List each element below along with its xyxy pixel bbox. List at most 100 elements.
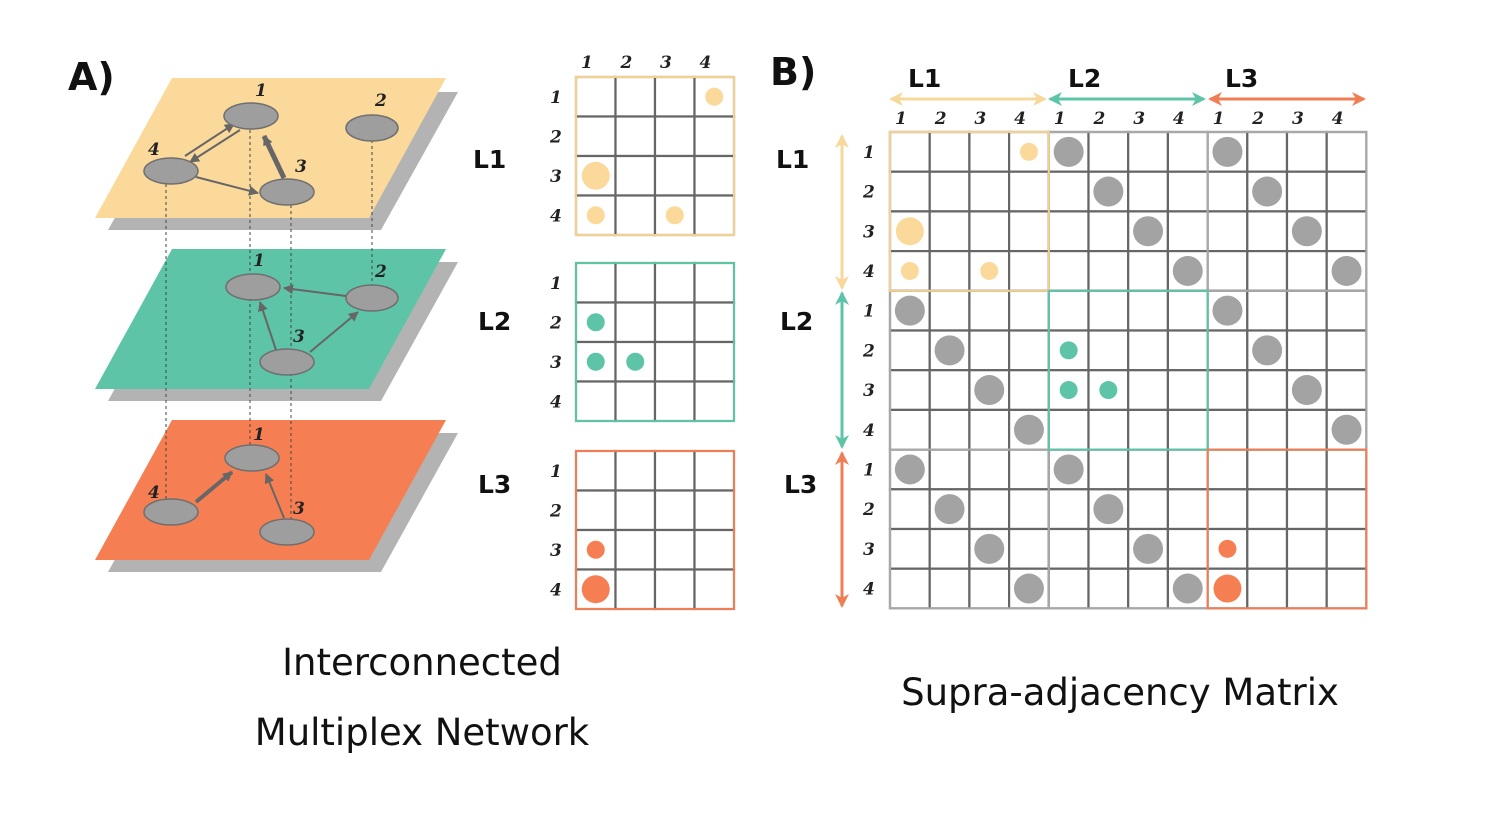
caption-a-line2: Multiplex Network bbox=[255, 711, 590, 754]
supra-cell bbox=[1166, 527, 1209, 570]
small-matrix-col-label: 1 bbox=[581, 53, 593, 73]
supra-coupling-l2-l3-node3 bbox=[1291, 375, 1322, 406]
supra-row-label: 4 bbox=[863, 262, 875, 282]
supra-cell bbox=[1087, 329, 1130, 372]
supra-cell bbox=[928, 210, 971, 253]
plane-l3 bbox=[95, 420, 458, 572]
matrix-cell bbox=[693, 261, 736, 304]
edges-l1 bbox=[184, 123, 287, 196]
supra-cell bbox=[1246, 210, 1289, 253]
edge-l3-4-1 bbox=[194, 470, 234, 504]
supra-cell bbox=[1127, 488, 1169, 531]
supra-cell bbox=[1007, 250, 1050, 292]
matrix-cell bbox=[693, 380, 736, 423]
supra-coupling-l1-l2-node2 bbox=[1093, 176, 1124, 207]
matrix-cell bbox=[693, 194, 736, 237]
matrix-cell bbox=[653, 115, 696, 158]
supra-cell bbox=[1127, 408, 1169, 451]
small-matrix-col-label: 4 bbox=[700, 53, 712, 73]
supra-coupling-l1-l2-node4 bbox=[1172, 255, 1203, 286]
supra-col-label: 4 bbox=[1332, 109, 1344, 129]
supra-cell bbox=[1087, 567, 1130, 610]
node-label-l1-2: 2 bbox=[374, 91, 387, 111]
supra-cell bbox=[1206, 488, 1249, 531]
matrix-cell bbox=[653, 568, 696, 611]
supra-cell bbox=[888, 130, 931, 173]
small-matrix-row-label: 4 bbox=[550, 392, 562, 412]
layer-label-b-top-l1: L1 bbox=[908, 64, 941, 93]
supra-entry-l1-4-1 bbox=[900, 261, 919, 280]
supra-cell bbox=[968, 210, 1011, 253]
supra-cell bbox=[1007, 369, 1050, 412]
node-l3-1 bbox=[224, 444, 280, 472]
supra-outer-frame bbox=[888, 130, 1368, 610]
supra-cell bbox=[1166, 488, 1209, 531]
edges-l2 bbox=[258, 284, 359, 353]
supra-coupling-l2-l3-node4 bbox=[1331, 414, 1362, 445]
supra-cell bbox=[1285, 448, 1328, 491]
supra-cell bbox=[968, 488, 1011, 531]
edge-l3-3-1 bbox=[264, 473, 285, 519]
node-numbers: 1 2 3 4 1 2 3 1 3 4 bbox=[148, 81, 387, 519]
supra-cell bbox=[968, 448, 1011, 491]
supra-cell bbox=[1246, 250, 1289, 292]
matrix-cell bbox=[653, 489, 696, 532]
supra-cell bbox=[928, 369, 971, 412]
supra-cell bbox=[1206, 408, 1249, 451]
matrix-cell bbox=[653, 301, 696, 344]
supra-row-label: 4 bbox=[863, 580, 875, 600]
supra-cell bbox=[1206, 170, 1249, 213]
matrix-frame bbox=[575, 262, 735, 422]
matrix-cell bbox=[693, 568, 736, 611]
supra-entry-l1-3-1 bbox=[895, 217, 924, 246]
matrix-cell bbox=[614, 261, 657, 304]
supra-entry-l2-2-1 bbox=[1059, 341, 1078, 360]
supra-cell bbox=[1206, 448, 1249, 491]
small-matrix-row-label: 3 bbox=[550, 167, 562, 187]
node-l2-3 bbox=[259, 348, 315, 376]
supra-cell bbox=[1127, 170, 1169, 213]
caption-b: Supra-adjacency Matrix bbox=[901, 671, 1339, 714]
supra-cell bbox=[1285, 329, 1328, 372]
supra-cell bbox=[1087, 408, 1130, 451]
supra-cell bbox=[968, 567, 1011, 610]
supra-cell bbox=[1007, 448, 1050, 491]
matrix-cell bbox=[693, 154, 736, 197]
supra-cell bbox=[1047, 408, 1090, 451]
supra-cell bbox=[1087, 250, 1130, 292]
supra-cell bbox=[1166, 289, 1209, 332]
node-l3-4 bbox=[143, 498, 199, 526]
supra-cell bbox=[1325, 488, 1368, 531]
supra-cell bbox=[968, 170, 1011, 213]
supra-cell bbox=[968, 329, 1011, 372]
supra-row-label: 1 bbox=[863, 302, 875, 322]
matrix-cell bbox=[693, 340, 736, 383]
small-matrix-row-label: 1 bbox=[550, 88, 562, 108]
supra-row-label: 2 bbox=[862, 341, 875, 361]
supra-row-label: 1 bbox=[863, 460, 875, 480]
supra-cell bbox=[1325, 527, 1368, 570]
supra-cell bbox=[888, 567, 931, 610]
supra-cell bbox=[1007, 329, 1050, 372]
matrix-cell bbox=[693, 528, 736, 571]
supra-coupling-l2-l3-node2 bbox=[1252, 335, 1283, 366]
layer-label-b-top-l3: L3 bbox=[1225, 64, 1258, 93]
supra-cell bbox=[928, 170, 971, 213]
supra-cell bbox=[1047, 170, 1090, 213]
matrix-cell bbox=[614, 301, 657, 344]
small-matrix-row-label: 4 bbox=[550, 206, 562, 226]
supra-col-label: 2 bbox=[1093, 109, 1106, 129]
matrix-frame bbox=[575, 450, 735, 610]
supra-coupling-l3-l2-node1 bbox=[1053, 454, 1084, 485]
supra-cell bbox=[1087, 210, 1130, 253]
matrix-cell bbox=[614, 115, 657, 158]
matrix-cell bbox=[653, 154, 696, 197]
supra-cell bbox=[1007, 488, 1050, 531]
node-l1-3 bbox=[259, 178, 315, 206]
edge-l1-3-1 bbox=[261, 134, 287, 180]
supra-cell bbox=[888, 408, 931, 451]
node-label-l2-1: 1 bbox=[253, 251, 265, 271]
supra-coupling-l1-l2-node3 bbox=[1133, 216, 1164, 247]
